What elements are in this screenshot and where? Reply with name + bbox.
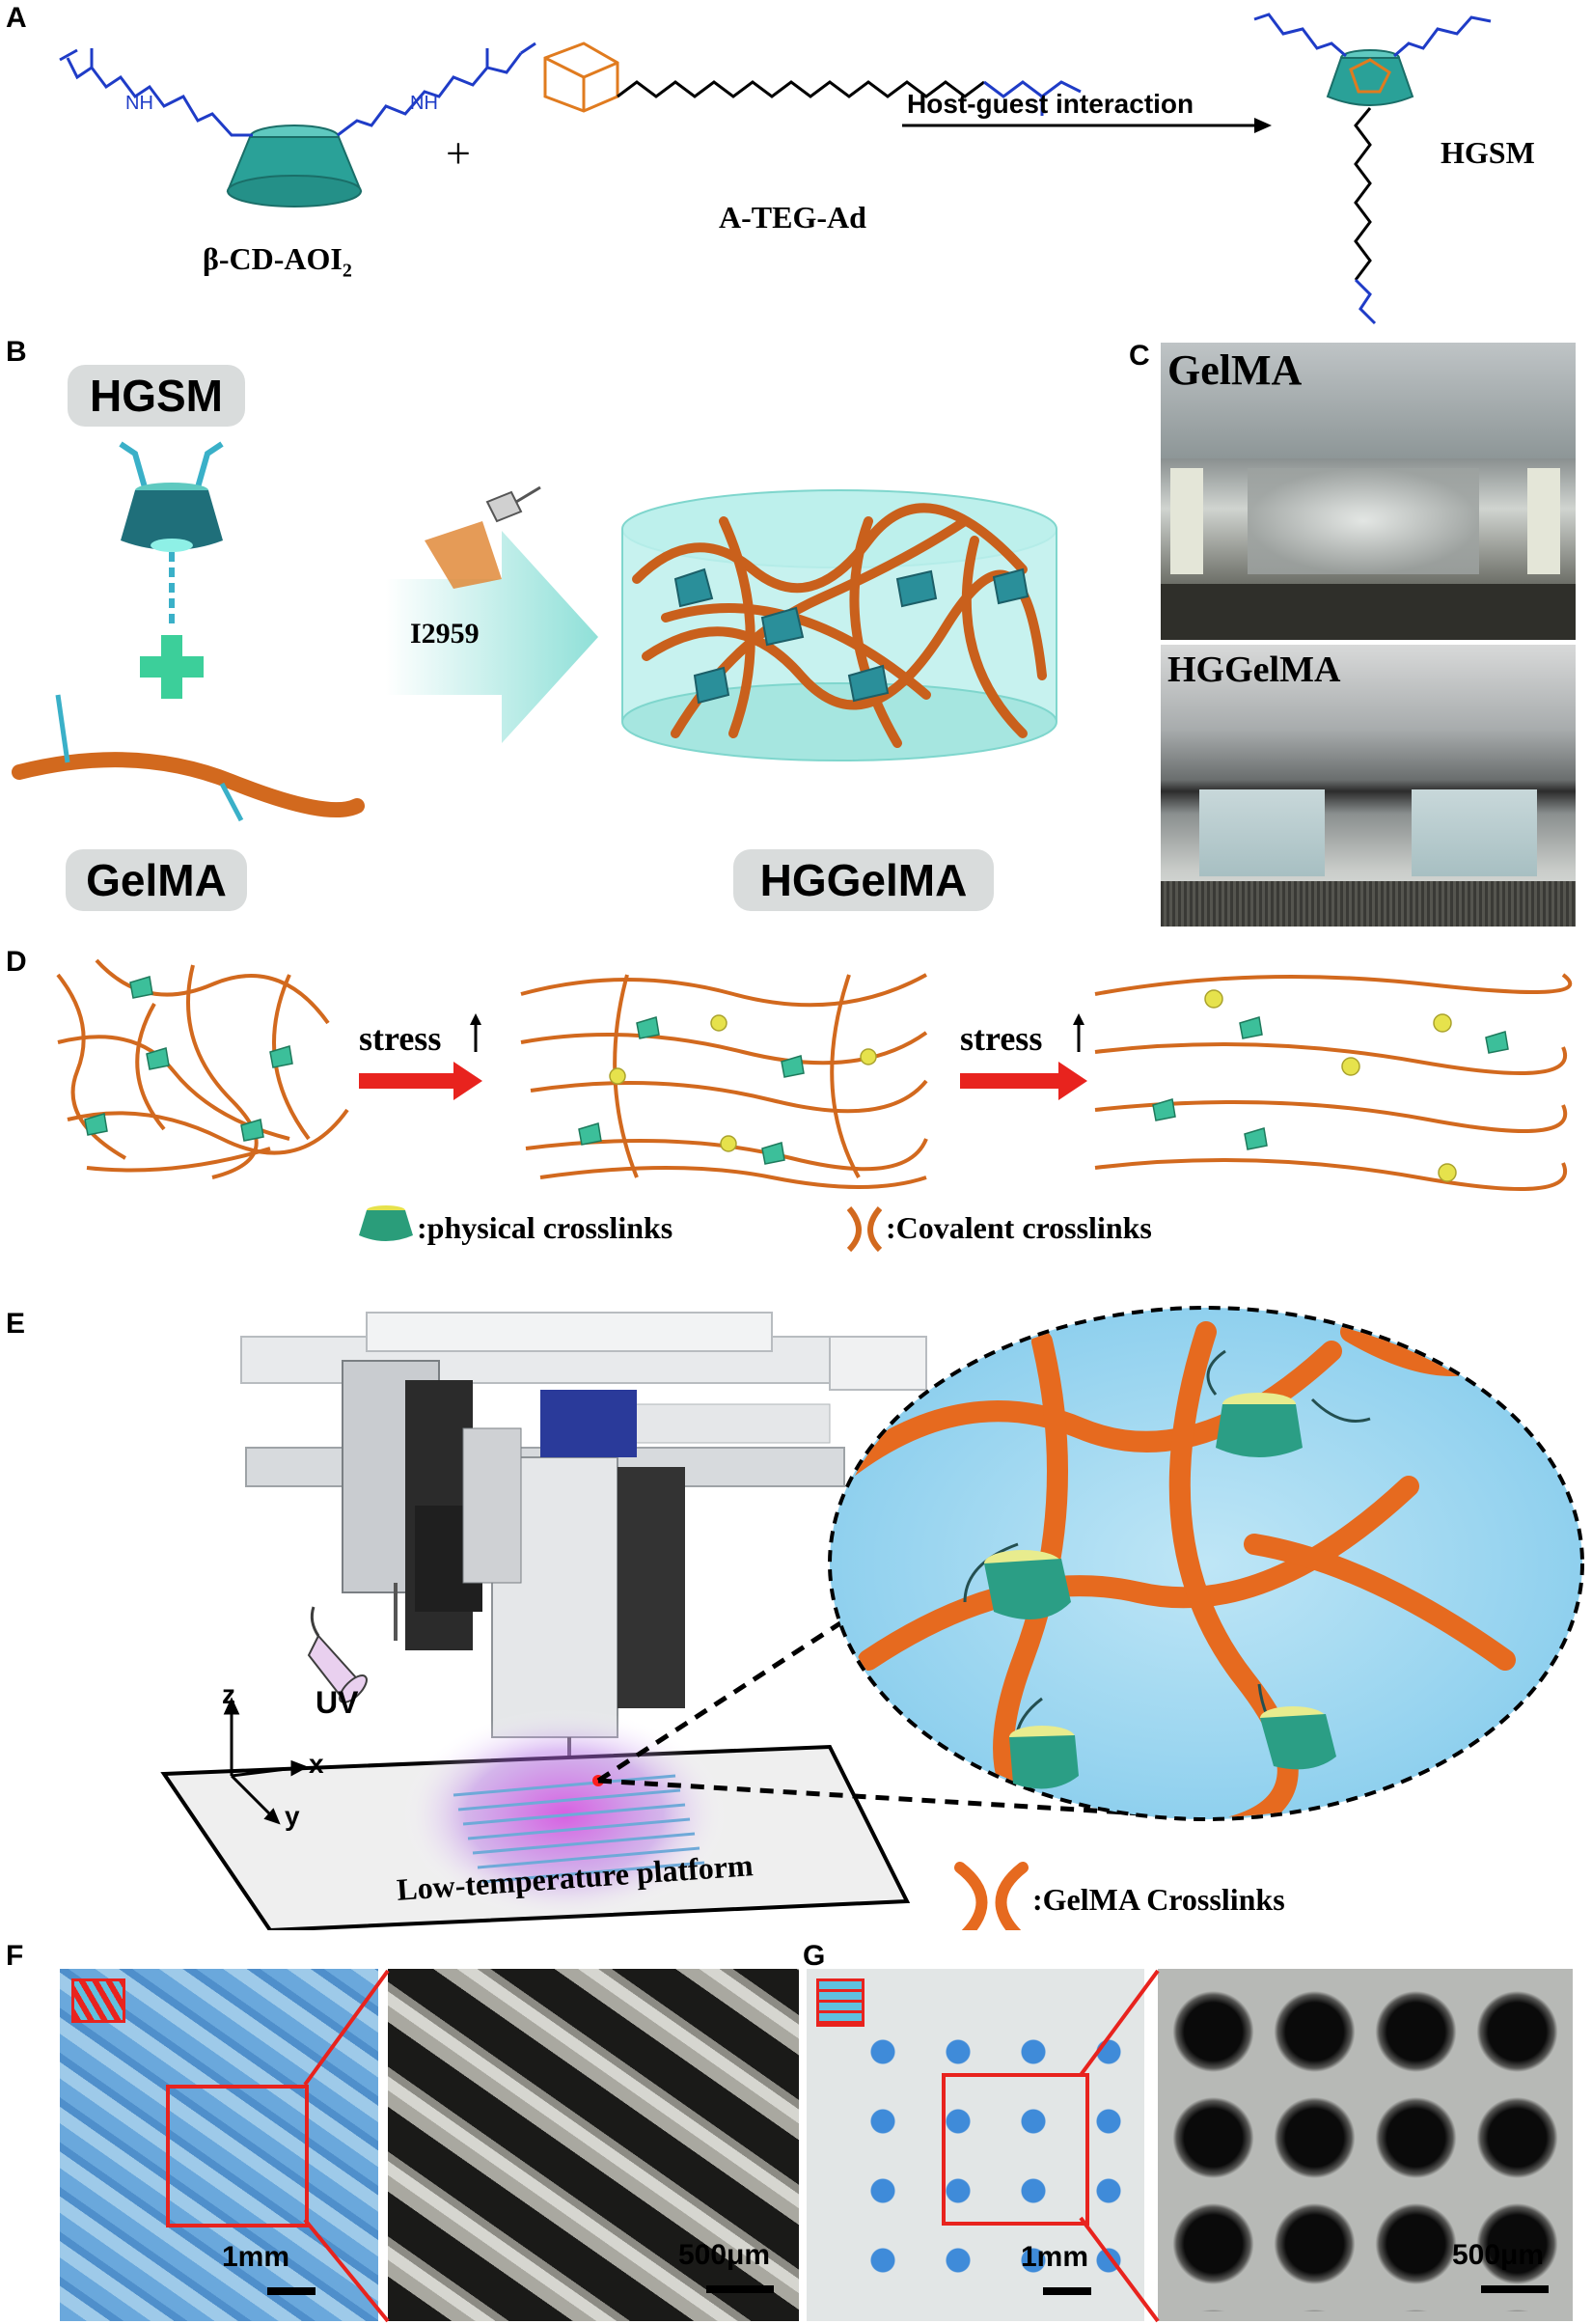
product-label: HGSM: [1441, 135, 1535, 170]
beta-cd-cone-icon: [226, 124, 363, 208]
g-scale-right: 500μm: [1452, 2239, 1545, 2271]
zoom-cone-1: [1216, 1393, 1303, 1457]
g-overview-image: [807, 1969, 1144, 2321]
physical-crosslink-legend-icon: [359, 1205, 413, 1241]
reactant2-label: A-TEG-Ad: [719, 200, 866, 235]
f-scale-left: 1mm: [222, 2241, 290, 2273]
panel-letter-b: B: [6, 336, 27, 368]
stress-label-2: stress: [960, 1019, 1043, 1058]
f-zoom-box: [166, 2085, 309, 2227]
zoom-cone-2: [984, 1550, 1071, 1619]
g-zoom-box: [942, 2073, 1089, 2226]
gelma-photo: [1161, 343, 1576, 640]
hgsm-pill: HGSM: [68, 365, 245, 427]
panel-e-scheme: [160, 1306, 1584, 1930]
panel-letter-a: A: [6, 2, 27, 34]
gelma-pill: GelMA: [66, 849, 247, 911]
panel-letter-d: D: [6, 946, 27, 978]
g-zoom-image: [1158, 1969, 1573, 2321]
initiator-label: I2959: [410, 618, 480, 650]
g-scalebar-right: [1481, 2285, 1549, 2293]
stress-label-1: stress: [359, 1019, 442, 1058]
panel-a-scheme: [59, 13, 1492, 325]
axis-y-label: y: [285, 1801, 300, 1831]
g-scale-left: 1mm: [1021, 2241, 1089, 2273]
panel-letter-c: C: [1129, 340, 1150, 372]
hggelma-hydrogel: [621, 489, 1057, 761]
gelma-crosslinks-legend: :GelMA Crosslinks: [1032, 1882, 1285, 1917]
panel-letter-g: G: [803, 1940, 826, 1972]
f-zoom-image: [388, 1969, 799, 2321]
f-scalebar-right: [706, 2285, 774, 2293]
printer-gantry: [240, 1312, 927, 1487]
f-overview-image: [60, 1969, 378, 2321]
axis-x-label: x: [309, 1749, 324, 1779]
axis-z-label: z: [222, 1679, 235, 1709]
acrylate-end: [983, 80, 1082, 116]
panel-letter-f: F: [6, 1940, 24, 1972]
g-pore-grid: [826, 2007, 1135, 2307]
teg-chain: [617, 80, 985, 98]
panel-d-scheme: [56, 958, 1573, 1253]
legend-physical: :physical crosslinks: [417, 1210, 673, 1245]
panel-letter-e: E: [6, 1308, 26, 1340]
hgsm-icon: [119, 441, 224, 627]
g-pore-zoom-grid: [1167, 1978, 1573, 2311]
uv-lamp-icon: [425, 485, 541, 589]
gelma-strand: [12, 752, 365, 818]
panel-b-scheme: [12, 441, 1057, 822]
hggelma-photo-label: HGGelMA: [1167, 650, 1341, 690]
zoom-cone-4: [1009, 1726, 1079, 1789]
printed-scaffold: [453, 1774, 705, 1884]
network-stretched: [1094, 973, 1573, 1191]
reaction-arrow-b: [386, 531, 598, 743]
hgsm-product-cone-icon: [1326, 49, 1414, 106]
print-head: [342, 1360, 685, 1766]
gelma-photo-label: GelMA: [1167, 346, 1303, 394]
g-scalebar-left: [1043, 2287, 1091, 2295]
zoom-circle: [828, 1306, 1584, 1821]
arrow-label: Host-guest interaction: [907, 89, 1194, 119]
f-scale-right: 500μm: [678, 2239, 771, 2271]
f-diagonal-pattern-icon: [71, 1978, 125, 2023]
zoom-cone-3: [1260, 1706, 1336, 1770]
uv-label: UV: [316, 1685, 359, 1720]
gelma-crosslink-legend-icon: [954, 1862, 1029, 1930]
hggelma-pill: HGGelMA: [733, 849, 994, 911]
beta-cd-right-arm: [337, 42, 536, 137]
reactant1-label: β-CD-AOI2: [203, 241, 352, 282]
covalent-crosslink-legend-icon: [846, 1206, 883, 1253]
legend-covalent: :Covalent crosslinks: [886, 1210, 1152, 1245]
uv-lamp-icon-e: [307, 1606, 368, 1703]
axis-triad: [223, 1697, 309, 1825]
f-scalebar-left: [267, 2287, 316, 2295]
beta-cd-left-arm: [59, 48, 253, 137]
plus-sign: +: [446, 128, 471, 178]
nh-label-right: NH: [410, 93, 438, 114]
hggelma-photo: [1161, 645, 1576, 927]
nh-label-left: NH: [125, 93, 153, 114]
